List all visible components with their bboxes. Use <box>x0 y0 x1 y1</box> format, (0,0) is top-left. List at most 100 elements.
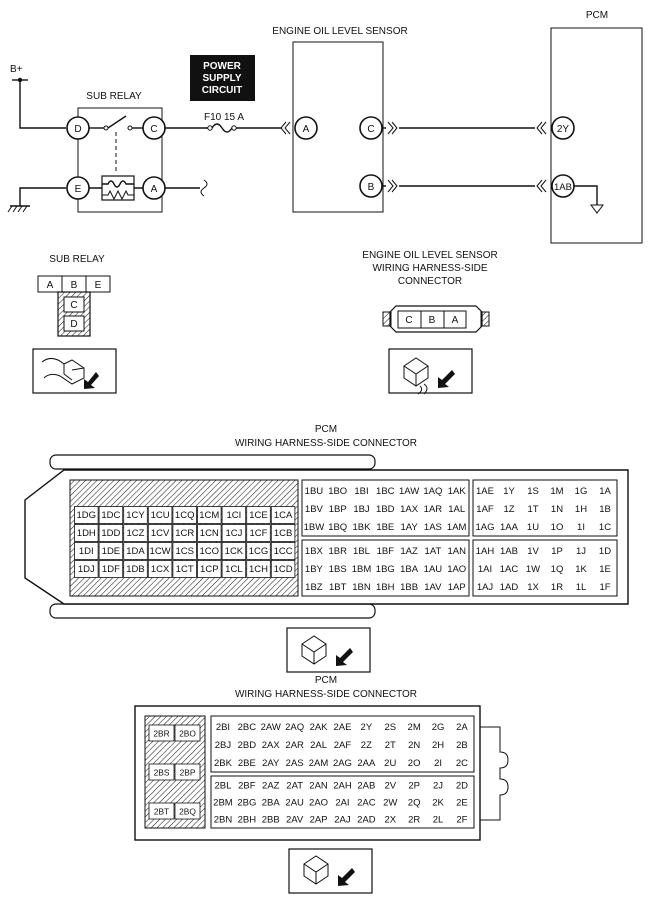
pin-label: 1CY <box>126 510 145 521</box>
pin-label: 1AH <box>476 546 495 557</box>
pin-label: 2AZ <box>262 781 280 792</box>
eols-connector: C B A <box>382 305 490 333</box>
pin-label: 1CH <box>249 564 268 575</box>
pin-label: 1BU <box>305 486 324 497</box>
svg-text:B: B <box>368 182 375 193</box>
power-supply-label-2: SUPPLY <box>202 73 241 84</box>
sensor-terminal-b: B <box>359 174 383 198</box>
connector-chevron-icon <box>387 121 547 193</box>
pin-label: 2AA <box>357 758 376 769</box>
pin-label: 2O <box>408 758 421 769</box>
power-supply-label-1: POWER <box>203 61 242 72</box>
pin-label: 1BK <box>353 522 372 533</box>
pin-cell <box>221 542 247 560</box>
pin-label: 1AU <box>424 564 443 575</box>
pin-label: 2AL <box>310 740 327 751</box>
pin-label: 1AP <box>448 582 466 593</box>
pin-label: 1AB <box>500 546 518 557</box>
pin-label: 2BI <box>216 722 230 733</box>
connector-chevron-icon <box>280 121 291 135</box>
pin-label: 1AF <box>476 504 494 515</box>
pin-label: 1DE <box>102 546 120 557</box>
pin-label: 1I <box>577 522 585 533</box>
pin-label: 1DI <box>79 546 94 557</box>
pin-label: 2BM <box>213 798 233 809</box>
pin-label: 2BT <box>154 807 169 817</box>
pin-label: 1BG <box>376 564 395 575</box>
pcm-terminal-1ab: 1AB <box>551 174 575 198</box>
pin-label: 1BB <box>400 582 418 593</box>
sub-relay-pin-b: B <box>71 280 78 291</box>
pin-cell <box>172 506 197 524</box>
pin-label: 2Q <box>408 798 421 809</box>
pin-label: 2W <box>383 798 397 809</box>
pcm-terminal-2y: 2Y <box>551 116 575 140</box>
pcm-connector1-title-2: WIRING HARNESS-SIDE CONNECTOR <box>235 438 417 449</box>
pin-label: 1CD <box>274 564 293 575</box>
pin-label: 2BA <box>262 798 281 809</box>
pin-cell <box>123 524 148 542</box>
pin-label: 1AY <box>400 522 418 533</box>
pin-label: 2B <box>456 740 468 751</box>
pin-label: 1BZ <box>305 582 323 593</box>
pin-cell <box>197 506 222 524</box>
pin-cell <box>123 506 148 524</box>
pin-label: 2BJ <box>215 740 232 751</box>
pin-label: 1CP <box>200 564 218 575</box>
pin-label: 1BR <box>328 546 347 557</box>
pin-cell <box>246 506 271 524</box>
eols-pin-b: B <box>429 315 436 326</box>
pin-label: 2AU <box>285 798 304 809</box>
pin-label: 2AS <box>286 758 304 769</box>
pin-label: 1DH <box>77 528 96 539</box>
pin-label: 1CT <box>176 564 194 575</box>
pin-label: 2AI <box>335 798 349 809</box>
pin-label: 2AN <box>309 781 328 792</box>
pin-label: 2BE <box>238 758 256 769</box>
pin-label: 1AO <box>447 564 466 575</box>
pin-cell <box>270 524 296 542</box>
pin-label: 1CF <box>250 528 268 539</box>
pin-label: 1U <box>527 522 539 533</box>
pin-label: 1AX <box>400 504 419 515</box>
pin-label: 2BQ <box>179 807 196 817</box>
pin-label: 1AJ <box>477 582 494 593</box>
pin-label: 1T <box>527 504 538 515</box>
pin-label: 2AF <box>334 740 352 751</box>
pin-cell <box>123 542 148 560</box>
pin-label: 1K <box>575 564 587 575</box>
pin-cell <box>147 560 173 578</box>
pin-label: 2N <box>408 740 420 751</box>
pin-label: 1AG <box>475 522 494 533</box>
pin-label: 1AN <box>447 546 466 557</box>
pin-label: 1BX <box>305 546 324 557</box>
pin-label: 1AE <box>476 486 494 497</box>
pin-label: 1AR <box>424 504 443 515</box>
pin-label: 2AR <box>285 740 304 751</box>
pin-label: 1AC <box>500 564 519 575</box>
pin-cell <box>172 542 197 560</box>
pin-label: 1DJ <box>78 564 95 575</box>
power-supply-label-3: CIRCUIT <box>202 85 243 96</box>
pin-cell <box>98 524 124 542</box>
pin-label: 1CG <box>249 546 269 557</box>
pcm-ground-wire <box>574 185 598 205</box>
pin-label: 2BF <box>238 781 256 792</box>
pin-label: 2S <box>384 722 396 733</box>
pcm-connector2-title-2: WIRING HARNESS-SIDE CONNECTOR <box>235 689 417 700</box>
svg-text:1AB: 1AB <box>554 182 572 193</box>
pin-cell <box>246 560 271 578</box>
pin-label: 1N <box>551 504 563 515</box>
pin-label: 1BF <box>377 546 395 557</box>
pin-cell <box>172 560 197 578</box>
pin-label: 1CL <box>225 564 242 575</box>
pin-label: 1DA <box>126 546 145 557</box>
pin-label: 1AV <box>424 582 442 593</box>
pin-label: 1CI <box>227 510 242 521</box>
pin-label: 1CC <box>274 546 293 557</box>
sensor-terminal-c: C <box>359 116 383 140</box>
pin-label: 1CN <box>200 528 219 539</box>
connector-view-icon <box>32 348 117 394</box>
pin-label: 2M <box>408 722 421 733</box>
